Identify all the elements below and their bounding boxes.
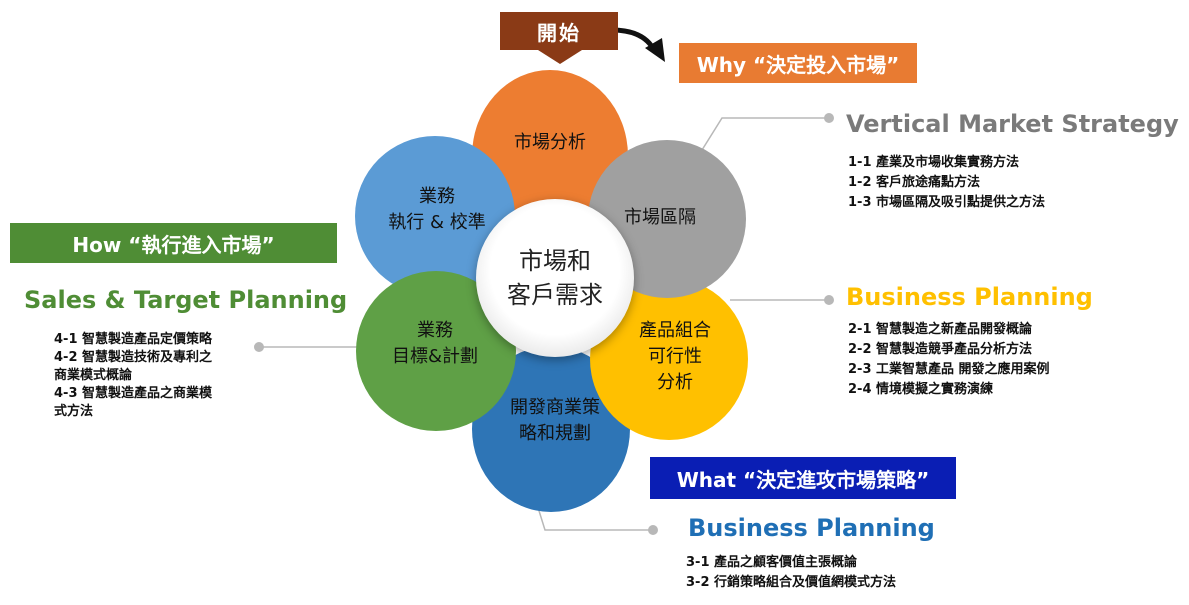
list-item: 4-3 智慧製造產品之商業模 bbox=[54, 386, 213, 401]
what-banner: What “決定進攻市場策略” bbox=[650, 457, 956, 499]
why-banner: Why “決定投入市場” bbox=[679, 43, 917, 83]
list-item: 3-2 行銷策略組合及價值網模式方法 bbox=[686, 575, 897, 590]
business-planning-title-2: Business Planning bbox=[688, 514, 935, 542]
list-item: 1-3 市場區隔及吸引點提供之方法 bbox=[848, 195, 1046, 210]
list-item: 2-4 情境模擬之實務演練 bbox=[848, 382, 994, 397]
petal-segmentation-line1: 市場區隔 bbox=[624, 207, 696, 228]
center-line2: 客戶需求 bbox=[507, 281, 603, 309]
start-pointer bbox=[538, 50, 582, 64]
list-item: 2-2 智慧製造競爭產品分析方法 bbox=[848, 342, 1033, 357]
list-item: 2-1 智慧製造之新產品開發概論 bbox=[848, 322, 1033, 337]
list-item: 4-2 智慧製造技術及專利之 bbox=[54, 350, 213, 365]
start-box: 開始 bbox=[500, 12, 618, 50]
connector-dot-bp1 bbox=[824, 295, 834, 305]
what-banner-label: What “決定進攻市場策略” bbox=[676, 467, 930, 492]
list-item: 式方法 bbox=[54, 404, 94, 419]
petal-portfolio-line2: 可行性 bbox=[648, 346, 702, 367]
business-planning-title-1: Business Planning bbox=[846, 283, 1093, 311]
petal-strategy-line2: 略和規劃 bbox=[519, 423, 591, 444]
petal-portfolio-text: 產品組合 可行性 分析 bbox=[615, 318, 735, 396]
petal-targets-text: 業務 目標&計劃 bbox=[375, 318, 495, 370]
petal-strategy-line1: 開發商業策 bbox=[510, 397, 600, 418]
petal-targets-line1: 業務 bbox=[417, 320, 453, 341]
sales-target-title: Sales & Target Planning bbox=[24, 286, 348, 314]
why-banner-label: Why “決定投入市場” bbox=[696, 52, 900, 77]
connector-dot-stp bbox=[254, 342, 264, 352]
list-item: 1-1 產業及市場收集實務方法 bbox=[848, 155, 1020, 170]
connector-vms bbox=[696, 117, 826, 159]
petal-portfolio-line1: 產品組合 bbox=[639, 320, 711, 341]
petal-execution-text: 業務 執行 & 校準 bbox=[372, 184, 502, 236]
list-item: 1-2 客戶旅途痛點方法 bbox=[848, 175, 981, 190]
center-line1: 市場和 bbox=[519, 247, 591, 275]
how-banner: How “執行進入市場” bbox=[10, 223, 337, 263]
list-item: 2-3 工業智慧產品 開發之應用案例 bbox=[848, 362, 1050, 377]
petal-segmentation-text: 市場區隔 bbox=[600, 205, 720, 231]
petal-strategy-text: 開發商業策 略和規劃 bbox=[490, 395, 620, 447]
business-planning-list-1: 2-1 智慧製造之新產品開發概論 2-2 智慧製造競爭產品分析方法 2-3 工業… bbox=[848, 320, 1050, 400]
connector-dot-vms bbox=[824, 113, 834, 123]
petal-portfolio-line3: 分析 bbox=[657, 372, 693, 393]
how-banner-label: How “執行進入市場” bbox=[72, 232, 275, 257]
start-label: 開始 bbox=[537, 20, 581, 45]
petal-market-analysis-line1: 市場分析 bbox=[514, 132, 586, 153]
petal-targets-line2: 目標&計劃 bbox=[391, 346, 479, 367]
start-arrow-head bbox=[645, 38, 665, 62]
vertical-market-list: 1-1 產業及市場收集實務方法 1-2 客戶旅途痛點方法 1-3 市場區隔及吸引… bbox=[848, 153, 1045, 213]
list-item: 商業模式概論 bbox=[54, 368, 133, 383]
connector-dot-bp2 bbox=[648, 525, 658, 535]
petal-market-analysis-text: 市場分析 bbox=[490, 130, 610, 156]
petal-execution-line1: 業務 bbox=[419, 186, 455, 207]
sales-target-list: 4-1 智慧製造產品定價策略 4-2 智慧製造技術及專利之 商業模式概論 4-3… bbox=[54, 331, 212, 421]
list-item: 3-1 產品之顧客價值主張概論 bbox=[686, 555, 858, 570]
business-planning-list-2: 3-1 產品之顧客價值主張概論 3-2 行銷策略組合及價值網模式方法 bbox=[686, 553, 896, 593]
center-circle: 市場和 客戶需求 bbox=[476, 199, 634, 357]
vertical-market-title: Vertical Market Strategy bbox=[846, 110, 1179, 138]
list-item: 4-1 智慧製造產品定價策略 bbox=[54, 332, 213, 347]
petal-execution-line2: 執行 & 校準 bbox=[388, 212, 486, 233]
